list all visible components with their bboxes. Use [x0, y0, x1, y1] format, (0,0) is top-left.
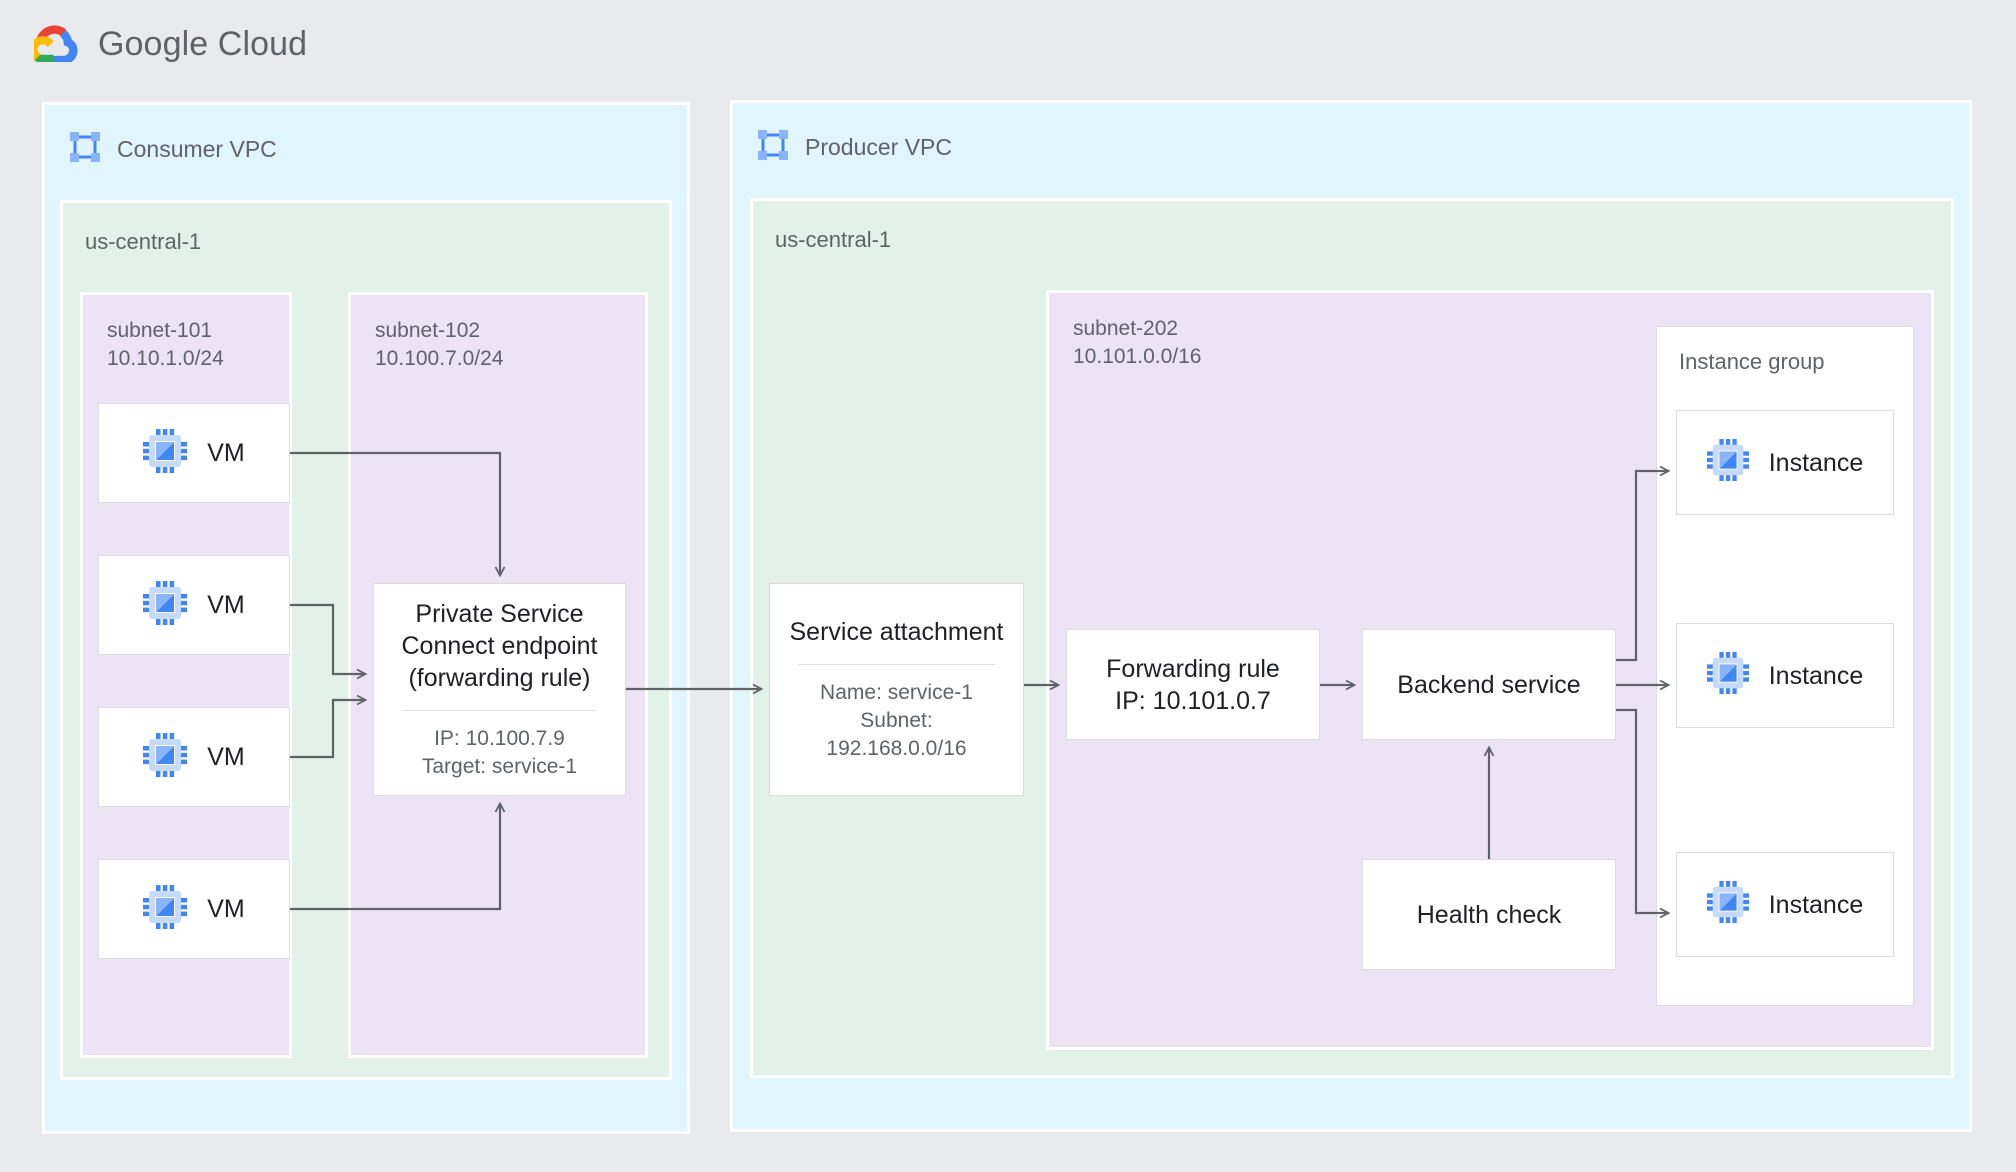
service-attachment-name: Name: service-1 — [820, 680, 973, 704]
vpc-network-icon — [69, 131, 101, 168]
vm-node-3[interactable]: VM — [98, 707, 290, 807]
instance-node-3-label: Instance — [1768, 890, 1864, 919]
backend-service-title: Backend service — [1397, 670, 1581, 699]
psc-endpoint-target: Target: service-1 — [421, 755, 578, 778]
subnet-102-label: subnet-102 10.100.7.0/24 — [375, 317, 503, 374]
vm-instance-icon — [143, 884, 188, 934]
health-check-title: Health check — [1416, 900, 1562, 929]
vm-node-3-label: VM — [207, 743, 245, 771]
psc-endpoint-ip: IP: 10.100.7.9 — [434, 726, 565, 750]
service-attachment-title: Service attachment — [789, 617, 1004, 646]
psc-endpoint-title-line3: (forwarding rule) — [408, 663, 591, 692]
vm-node-4[interactable]: VM — [98, 859, 290, 959]
subnet-101-cidr: 10.10.1.0/24 — [107, 347, 224, 371]
service-attachment-subnet-cidr: 192.168.0.0/16 — [826, 737, 967, 761]
instance-node-1[interactable]: Instance — [1676, 410, 1894, 515]
subnet-102-name: subnet-102 — [375, 319, 481, 342]
producer-vpc-label: Producer VPC — [805, 134, 953, 160]
brand-name: Google Cloud — [98, 25, 307, 64]
forwarding-rule-ip: IP: 10.101.0.7 — [1115, 686, 1271, 715]
vm-node-2-label: VM — [207, 591, 245, 619]
psc-endpoint-title: Private Service Connect endpoint (forwar… — [402, 598, 598, 694]
brand-name-secondary: Cloud — [208, 25, 308, 63]
brand-name-primary: Google — [98, 25, 209, 63]
health-check-node[interactable]: Health check — [1362, 859, 1616, 970]
subnet-102-cidr: 10.100.7.0/24 — [375, 347, 504, 371]
producer-vpc-header: Producer VPC — [733, 103, 1969, 166]
instance-node-1-label: Instance — [1768, 448, 1864, 477]
service-attachment-node[interactable]: Service attachment Name: service-1 Subne… — [769, 583, 1024, 796]
service-attachment-details: Name: service-1 Subnet: 192.168.0.0/16 — [820, 679, 973, 763]
vm-instance-icon — [143, 428, 188, 478]
forwarding-rule-title-line1: Forwarding rule — [1106, 654, 1280, 683]
vm-instance-icon — [1706, 881, 1749, 928]
instance-group-label: Instance group — [1679, 349, 1825, 374]
vm-instance-icon — [143, 580, 188, 630]
producer-region-label: us-central-1 — [775, 227, 892, 252]
consumer-region-label: us-central-1 — [85, 229, 202, 254]
consumer-vpc-header: Consumer VPC — [45, 105, 687, 168]
subnet-202-cidr: 10.101.0.0/16 — [1073, 345, 1202, 369]
psc-endpoint-details: IP: 10.100.7.9 Target: service-1 — [422, 725, 577, 781]
subnet-101-label: subnet-101 10.10.1.0/24 — [107, 317, 224, 374]
psc-endpoint-node[interactable]: Private Service Connect endpoint (forwar… — [373, 583, 626, 796]
subnet-202-name: subnet-202 — [1073, 317, 1179, 340]
google-cloud-logo-icon — [29, 22, 80, 67]
service-attachment-subnet-label: Subnet: — [860, 708, 933, 732]
backend-service-node[interactable]: Backend service — [1362, 629, 1616, 740]
consumer-vpc-label: Consumer VPC — [117, 136, 277, 162]
vm-node-1-label: VM — [207, 439, 245, 467]
vm-instance-icon — [143, 732, 188, 782]
instance-node-3[interactable]: Instance — [1676, 852, 1894, 957]
psc-endpoint-divider — [401, 709, 598, 711]
subnet-101-name: subnet-101 — [107, 319, 213, 342]
vm-node-1[interactable]: VM — [98, 403, 290, 503]
psc-endpoint-title-line2: Connect endpoint — [401, 631, 598, 660]
psc-endpoint-title-line1: Private Service — [415, 599, 584, 628]
service-attachment-divider — [797, 663, 996, 665]
subnet-202-label: subnet-202 10.101.0.0/16 — [1073, 315, 1201, 372]
instance-node-2[interactable]: Instance — [1676, 623, 1894, 728]
vm-instance-icon — [1706, 439, 1749, 486]
forwarding-rule-title: Forwarding rule IP: 10.101.0.7 — [1106, 653, 1280, 717]
brand-header: Google Cloud — [29, 22, 307, 67]
vpc-network-icon — [757, 129, 789, 166]
vm-node-4-label: VM — [207, 895, 245, 923]
vm-instance-icon — [1706, 652, 1749, 699]
vm-node-2[interactable]: VM — [98, 555, 290, 655]
instance-node-2-label: Instance — [1768, 661, 1864, 690]
forwarding-rule-node[interactable]: Forwarding rule IP: 10.101.0.7 — [1066, 629, 1320, 740]
